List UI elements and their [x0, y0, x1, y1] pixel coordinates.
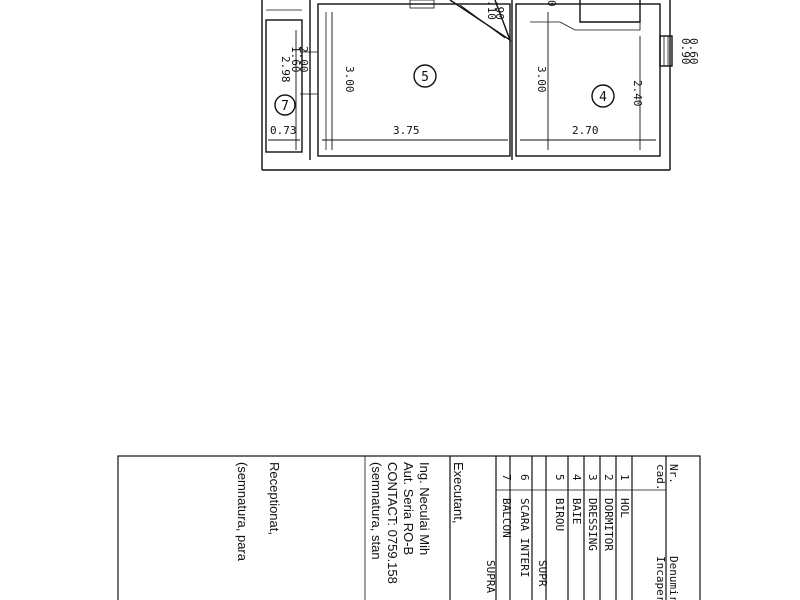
row-3-name: DRESSING [586, 498, 599, 551]
signature-block: Executant, Ing. Neculai Mih Aut. Seria R… [235, 462, 466, 584]
notch [579, 0, 641, 23]
executant-name: Ing. Neculai Mih [417, 462, 432, 555]
dim-extra-4: 0.90 [679, 38, 692, 65]
room-7-outline [265, 19, 303, 153]
window [659, 35, 673, 67]
row-7-name: BALCON [500, 498, 513, 538]
dim-extra-2: 2.00 [297, 46, 310, 73]
room-7-number: 7 [281, 99, 289, 114]
dim-room-4-height: 3.00 [535, 66, 548, 93]
row-1-name: HOL [618, 498, 631, 518]
stair-line [459, 4, 506, 39]
row-6-nr: 6 [518, 474, 531, 481]
dim-extra-6: .10 [485, 0, 498, 20]
row-1-nr: 1 [618, 474, 631, 481]
row-4-nr: 4 [570, 474, 583, 481]
dim-extra-5: .90 [493, 0, 506, 20]
room-4-outline [515, 3, 661, 157]
dim-extra-1: 1.60 [289, 46, 302, 73]
receptionat-signature-note: (semnatura, para [235, 462, 250, 562]
dim-extra-3: 0.60 [687, 38, 700, 65]
room-5-outline [317, 3, 511, 157]
row-7-nr: 7 [500, 474, 513, 481]
table-header-name-2: Incapere [654, 556, 667, 600]
executant-contact: CONTACT: 0759.158 [385, 462, 400, 584]
row-2-nr: 2 [602, 474, 615, 481]
row-2-name: DORMITOR [602, 498, 615, 551]
row-5-name: BIROU [553, 498, 566, 531]
room-7-marker [274, 94, 296, 116]
table-header-name-1: Denumire [667, 556, 680, 600]
room-5-number: 5 [421, 70, 429, 85]
floor-plan [261, 0, 673, 171]
room-5-marker [413, 64, 437, 88]
room-table: Nr. cad. Denumire Incapere 1 HOL 2 DORMI… [484, 464, 680, 600]
executant-label: Executant, [451, 462, 466, 523]
row-4-name: BAIE [570, 498, 583, 525]
dim-extra-7: 0 [545, 0, 558, 7]
door-mark [409, 0, 435, 9]
dim-room-7-height: 2.98 [279, 56, 292, 83]
dim-room-4-depth: 2.40 [631, 80, 644, 107]
row-3-nr: 3 [586, 474, 599, 481]
notch [530, 21, 641, 31]
dim-room-7-width: 0.73 [270, 124, 297, 137]
row-6-name: SCARA INTERI [518, 498, 531, 577]
dim-room-5-height: 3.00 [343, 66, 356, 93]
executant-authorization: Aut. Seria RO-B [401, 462, 416, 555]
plan-labels: 5 4 7 3.75 2.70 0.73 3.00 3.00 2.40 2.98… [270, 0, 700, 137]
dim-room-5-width: 3.75 [393, 124, 420, 137]
title-block-frame [117, 455, 701, 600]
subtotal-1: SUPR [536, 560, 549, 587]
dim-room-4-width: 2.70 [572, 124, 599, 137]
table-header-cad: cad. [654, 464, 667, 491]
stair-wedge [449, 0, 512, 42]
receptionat-label: Receptionat, [267, 462, 282, 535]
row-5-nr: 5 [553, 474, 566, 481]
room-4-number: 4 [599, 90, 607, 105]
title-block [117, 455, 701, 600]
room-4-marker [591, 84, 615, 108]
table-header-nr: Nr. [667, 464, 680, 484]
subtotal-2: SUPRA [484, 560, 497, 593]
executant-signature-note: (semnatura, stan [369, 462, 384, 560]
